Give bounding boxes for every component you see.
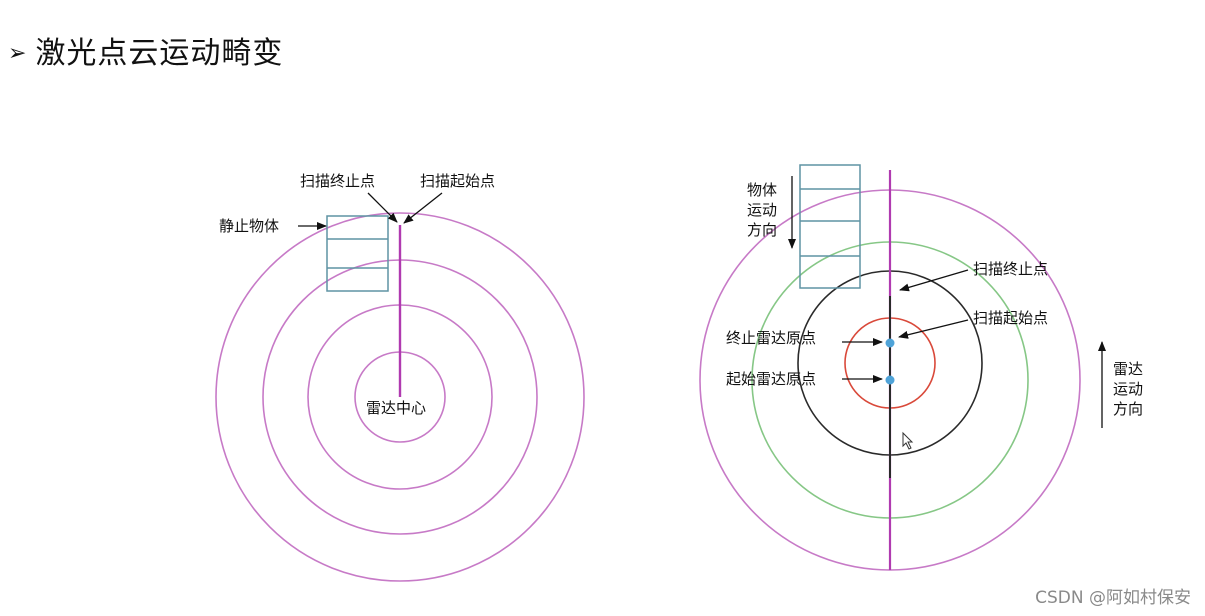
right-moving-object-box <box>799 164 861 289</box>
left-diagram: 扫描终止点 扫描起始点 静止物体 雷达中心 <box>215 172 585 582</box>
right-label-scan-end: 扫描终止点 <box>973 260 1048 278</box>
page-title: ➢ 激光点云运动畸变 <box>8 28 283 72</box>
left-static-object-box <box>326 215 389 292</box>
right-label-object-motion-1: 物体 <box>747 181 777 199</box>
right-diagram: 物体 运动 方向 扫描终止点 扫描起始点 终止雷达原点 起始雷达原点 雷达 运动… <box>699 164 1143 571</box>
right-arrow-scan-end <box>899 269 969 292</box>
mouse-cursor-icon <box>902 431 914 450</box>
right-arrow-scan-start <box>898 319 969 339</box>
right-label-radar-motion-2: 运动 <box>1113 380 1143 398</box>
left-arrow-scan-end <box>367 192 398 223</box>
right-label-end-origin: 终止雷达原点 <box>726 329 816 347</box>
right-label-scan-start: 扫描起始点 <box>973 309 1048 327</box>
left-label-scan-start: 扫描起始点 <box>420 172 495 190</box>
start-radar-origin-dot <box>885 375 895 385</box>
right-label-radar-motion-3: 方向 <box>1113 400 1143 418</box>
page-title-text: 激光点云运动畸变 <box>35 36 284 71</box>
left-label-radar-center: 雷达中心 <box>366 399 426 417</box>
left-label-static-object: 静止物体 <box>219 217 279 235</box>
right-label-object-motion-2: 运动 <box>747 201 777 219</box>
right-label-object-motion-3: 方向 <box>747 221 777 239</box>
right-label-start-origin: 起始雷达原点 <box>726 370 816 388</box>
bullet-arrow-icon: ➢ <box>8 41 28 66</box>
watermark: CSDN @阿如村保安 <box>1035 588 1191 608</box>
left-ring-outer <box>215 212 585 582</box>
left-arrow-scan-start <box>403 192 443 224</box>
right-label-radar-motion-1: 雷达 <box>1113 360 1143 378</box>
left-label-scan-end: 扫描终止点 <box>300 172 375 190</box>
end-radar-origin-dot <box>885 338 895 348</box>
